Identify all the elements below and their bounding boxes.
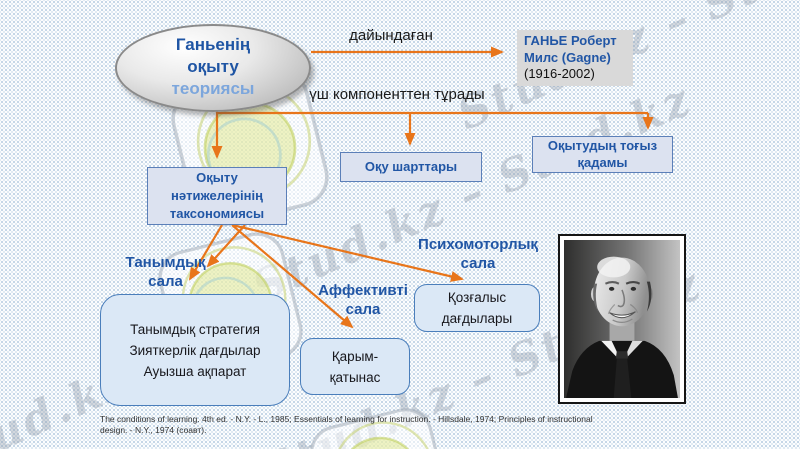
theory-ellipse: Ганьенің оқыту теориясы [115,24,311,112]
portrait-illustration [564,240,680,398]
citation-line1: The conditions of learning. 4th ed. - N.… [100,414,593,424]
gagne-portrait-photo [558,234,686,404]
author-box: ГАНЬЕ Роберт Милс (Gagne) (1916-2002) [517,30,633,86]
citation-line2: design. - N.Y., 1974 (соавт). [100,424,207,435]
affective-domain-label: Аффективті сала [318,282,408,318]
author-years: (1916-2002) [524,66,595,81]
psychomotor-domain-label: Психомоторлық сала [418,236,538,272]
author-name-line2: Милс (Gagne) [524,49,611,65]
box-nine-steps: Оқытудың тоғыз қадамы [532,136,673,173]
box-cognitive-outcomes: Танымдық стратегия Зияткерлік дағдылар А… [100,294,290,406]
theory-title-line2: оқыту [187,57,239,76]
theory-title-line3: теориясы [171,79,255,98]
prepared-by-label: дайындаған [349,27,433,44]
box-taxonomy-of-outcomes: Оқыту нәтижелерінің таксономиясы [147,167,287,225]
box-learning-conditions: Оқу шарттары [340,152,482,182]
box-affective-outcomes: Қарым- қатынас [300,338,410,395]
cognitive-domain-label: Танымдық сала [125,254,206,290]
author-name-line1: ГАНЬЕ Роберт [524,33,617,48]
bibliography-citation: The conditions of learning. 4th ed. - N.… [100,414,645,435]
theory-title-line1: Ганьенің [175,35,251,54]
box-psychomotor-outcomes: Қозғалыс дағдылары [414,284,540,332]
arrow-taxonomy-to-cognitive-1 [188,224,223,281]
arrow-taxonomy-to-psychomotor [231,223,464,282]
arrow-taxonomy-to-affective [231,224,354,329]
three-components-label: үш компоненттен тұрады [309,86,485,103]
